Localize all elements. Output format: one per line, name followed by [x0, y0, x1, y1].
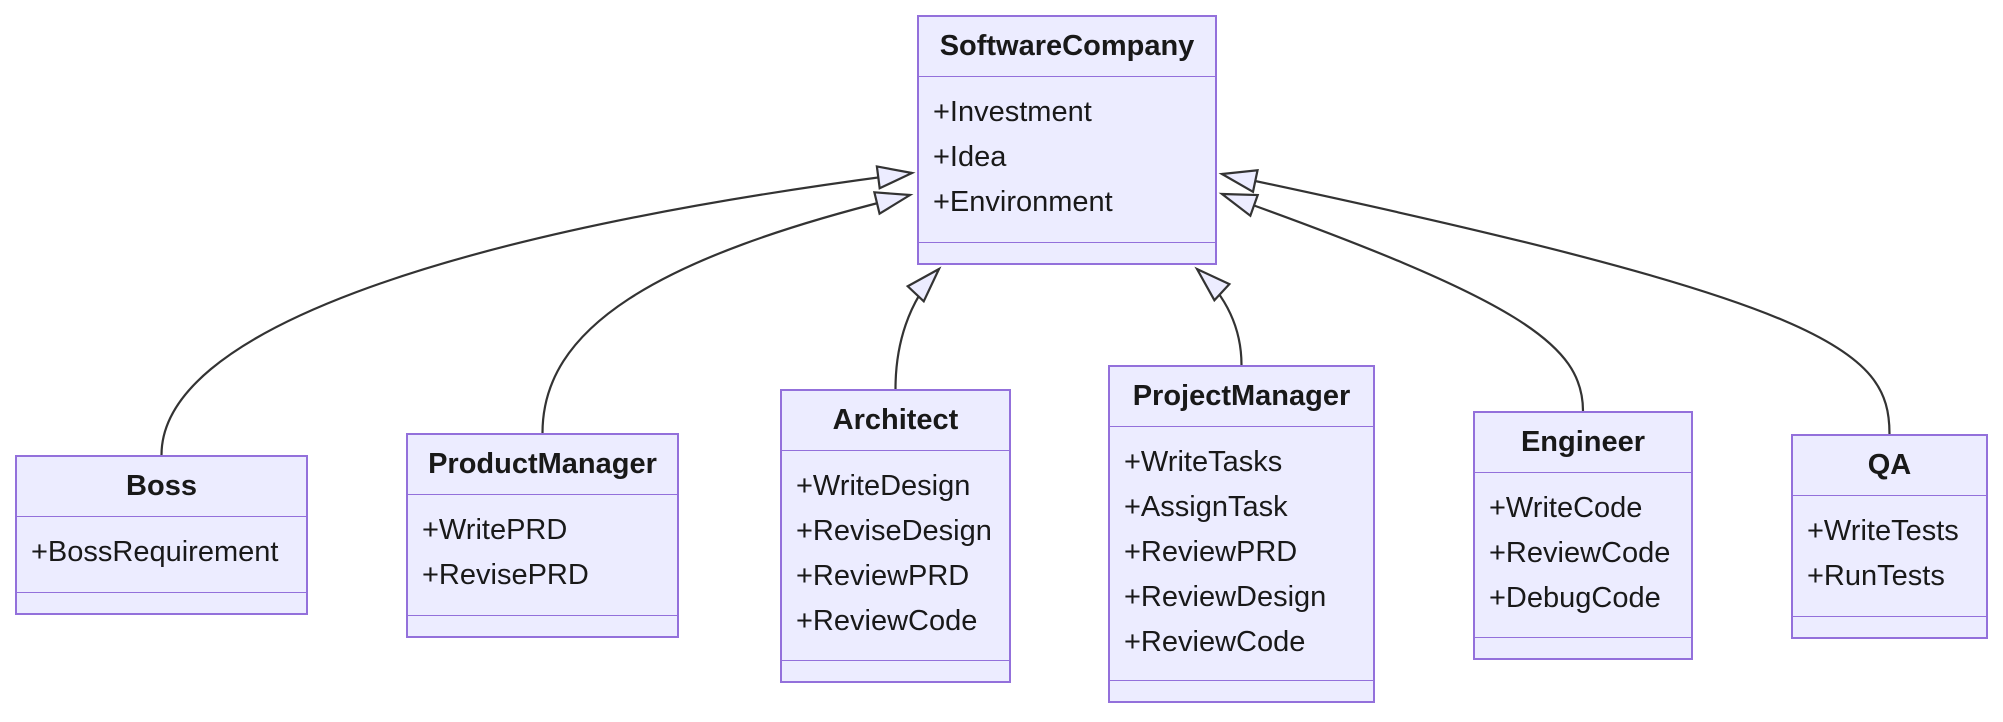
class-methods-compartment: [17, 592, 306, 613]
class-attribute: +WriteDesign: [796, 470, 971, 502]
class-attributes: +WriteDesign +ReviseDesign +ReviewPRD +Revi…: [782, 451, 1009, 660]
class-attribute: +WriteCode: [1489, 492, 1643, 524]
class-attribute: +WriteTests: [1807, 515, 1959, 547]
class-node-softwarecompany: SoftwareCompany +Investment +Idea +Environ…: [917, 15, 1217, 265]
class-methods-compartment: [1793, 616, 1986, 637]
class-attribute: +Idea: [933, 141, 1007, 173]
class-attributes: +WriteTests +RunTests: [1793, 496, 1986, 616]
class-node-qa: QA +WriteTests +RunTests: [1791, 434, 1988, 639]
inheritance-edge-engineer-to-softwarecompany: [1218, 192, 1585, 412]
class-attribute: +BossRequirement: [31, 536, 279, 568]
class-attribute: +Investment: [933, 96, 1092, 128]
class-title: Engineer: [1475, 413, 1691, 473]
class-attribute: +ReviewPRD: [796, 560, 970, 592]
class-methods-compartment: [1475, 637, 1691, 658]
class-title: QA: [1793, 436, 1986, 496]
class-attribute: +RevisePRD: [422, 559, 589, 591]
class-node-architect: Architect +WriteDesign +ReviseDesign +Revi…: [780, 389, 1011, 683]
class-attribute: +ReviewCode: [796, 605, 978, 637]
class-attributes: +WriteCode +ReviewCode +DebugCode: [1475, 473, 1691, 637]
class-attributes: +WritePRD +RevisePRD: [408, 495, 677, 615]
class-title: Boss: [17, 457, 306, 517]
inheritance-edge-architect-to-softwarecompany: [894, 266, 942, 390]
class-attribute: +ReviewCode: [1489, 537, 1671, 569]
class-title: SoftwareCompany: [919, 17, 1215, 77]
class-attribute: +ReviewDesign: [1124, 581, 1327, 613]
inheritance-edge-projectmanager-to-softwarecompany: [1194, 266, 1243, 366]
class-attribute: +WritePRD: [422, 514, 568, 546]
class-attributes: +Investment +Idea +Environment: [919, 77, 1215, 242]
inheritance-edge-qa-to-softwarecompany: [1218, 168, 1891, 435]
class-attributes: +BossRequirement: [17, 517, 306, 592]
class-title: ProductManager: [408, 435, 677, 495]
class-title: Architect: [782, 391, 1009, 451]
inheritance-edge-productmanager-to-softwarecompany: [541, 191, 914, 434]
class-methods-compartment: [919, 242, 1215, 263]
class-attribute: +Environment: [933, 186, 1113, 218]
class-methods-compartment: [1110, 680, 1373, 701]
class-methods-compartment: [408, 615, 677, 636]
class-attribute: +ReviewPRD: [1124, 536, 1298, 568]
class-node-boss: Boss +BossRequirement: [15, 455, 308, 615]
class-attribute: +RunTests: [1807, 560, 1945, 592]
class-attributes: +WriteTasks +AssignTask +ReviewPRD +ReviewD…: [1110, 427, 1373, 680]
class-attribute: +ReviseDesign: [796, 515, 992, 547]
class-attribute: +AssignTask: [1124, 491, 1288, 523]
class-attribute: +DebugCode: [1489, 582, 1661, 614]
class-attribute: +WriteTasks: [1124, 446, 1283, 478]
class-node-productmanager: ProductManager +WritePRD +RevisePRD: [406, 433, 679, 638]
class-title: ProjectManager: [1110, 367, 1373, 427]
class-node-engineer: Engineer +WriteCode +ReviewCode +DebugCode: [1473, 411, 1693, 660]
class-methods-compartment: [782, 660, 1009, 681]
class-attribute: +ReviewCode: [1124, 626, 1306, 658]
inheritance-edge-boss-to-softwarecompany: [160, 165, 916, 456]
class-node-projectmanager: ProjectManager +WriteTasks +AssignTask +Re…: [1108, 365, 1375, 703]
